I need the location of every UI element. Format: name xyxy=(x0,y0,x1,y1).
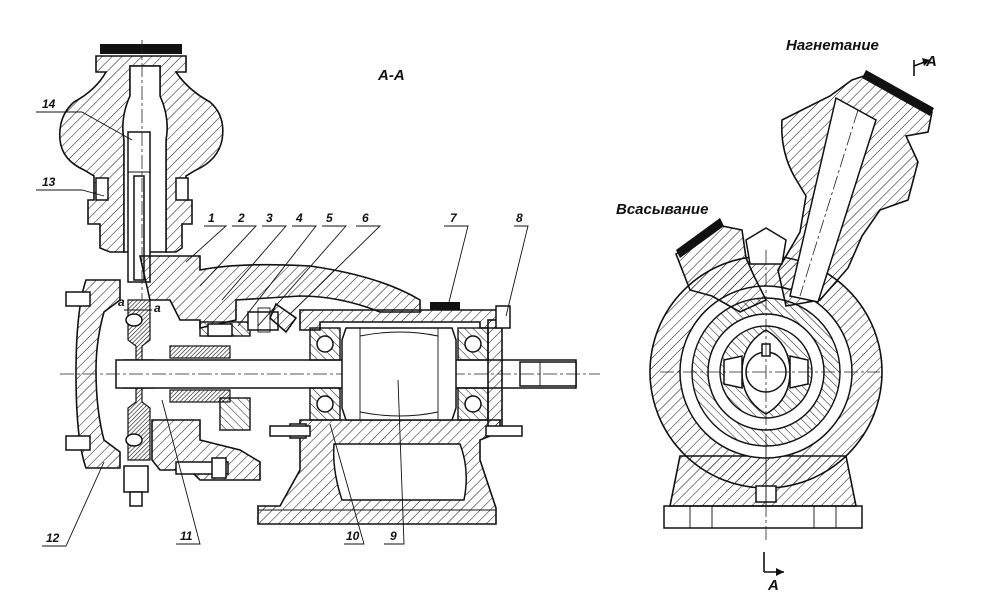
section-letter-bottom: А xyxy=(767,577,779,594)
detail-mark-a-left: а xyxy=(118,295,125,309)
rotor xyxy=(341,327,457,421)
callout-1: 1 xyxy=(208,211,215,225)
section-letter-top: А xyxy=(925,53,937,70)
callout-4: 4 xyxy=(295,211,303,225)
callout-5: 5 xyxy=(326,211,333,225)
callout-13: 13 xyxy=(42,175,56,189)
callout-10: 10 xyxy=(346,529,360,543)
callout-6: 6 xyxy=(362,211,369,225)
callout-9: 9 xyxy=(390,529,397,543)
callout-12: 12 xyxy=(46,531,60,545)
callout-7: 7 xyxy=(450,211,458,225)
bearing-right xyxy=(457,327,489,421)
shaft xyxy=(60,359,600,389)
end-cover xyxy=(430,302,511,429)
gland-seal xyxy=(169,302,307,439)
base-plate xyxy=(663,505,863,529)
leader-lines xyxy=(36,111,529,547)
discharge-label: Нагнетание xyxy=(786,37,879,54)
fasteners xyxy=(65,291,523,507)
pump-casing xyxy=(75,255,501,525)
callout-11: 11 xyxy=(180,529,193,543)
suction-label: Всасывание xyxy=(616,201,708,218)
detail-mark-a-right: а xyxy=(154,301,161,315)
front-view: Нагнетание Всасывание А А xyxy=(616,37,937,594)
section-mark-bottom: А xyxy=(763,552,784,594)
bearing-left xyxy=(309,327,341,421)
section-view: 14 13 1 2 3 4 5 6 7 8 9 10 11 12 а а А-А xyxy=(36,40,600,547)
suction-branch xyxy=(675,225,768,313)
section-mark-top: А xyxy=(913,53,937,76)
callout-8: 8 xyxy=(516,211,523,225)
callout-14: 14 xyxy=(42,97,56,111)
callout-2: 2 xyxy=(237,211,245,225)
callout-3: 3 xyxy=(266,211,273,225)
section-title: А-А xyxy=(377,67,405,84)
